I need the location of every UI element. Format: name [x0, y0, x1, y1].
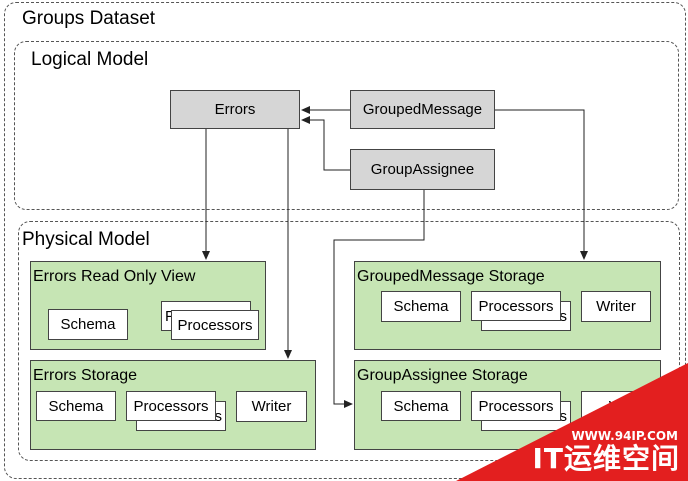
errors-view-processors-back-label: P: [165, 307, 176, 325]
group-assignee-schema-label: Schema: [393, 397, 449, 415]
group-assignee-schema-box: Schema: [381, 391, 461, 421]
errors-storage-schema-label: Schema: [48, 397, 104, 415]
grouped-message-node-label: GroupedMessage: [362, 101, 483, 118]
errors-storage-title: Errors Storage: [33, 367, 138, 384]
errors-read-only-view-title: Errors Read Only View: [33, 268, 196, 285]
grouped-message-processors-label: Processors: [478, 297, 554, 315]
errors-storage-writer-label: Writer: [251, 398, 292, 415]
grouped-message-processors-back-label: s: [559, 307, 568, 325]
errors-storage-processors-label: Processors: [133, 397, 209, 415]
grouped-message-writer-label: Writer: [596, 298, 636, 315]
grouped-message-node: GroupedMessage: [350, 90, 495, 129]
groups-dataset-title: Groups Dataset: [22, 8, 156, 29]
errors-node-label: Errors: [214, 101, 256, 118]
grouped-message-writer-box: Writer: [581, 291, 651, 322]
group-assignee-node: GroupAssignee: [350, 149, 495, 190]
errors-view-schema-box: Schema: [48, 309, 128, 340]
errors-read-only-view: Errors Read Only View Schema P Processor…: [30, 261, 266, 350]
errors-view-schema-label: Schema: [60, 316, 116, 333]
errors-storage: Errors Storage Schema s Processors Write…: [30, 360, 316, 450]
watermark-triangle: [456, 363, 688, 481]
errors-storage-processors-box: Processors: [126, 391, 216, 421]
groups-dataset-container: [4, 2, 686, 479]
grouped-message-schema-box: Schema: [381, 291, 461, 322]
physical-model-title: Physical Model: [22, 229, 150, 250]
watermark-site: WWW.94IP.COM: [571, 429, 678, 443]
logical-model-title: Logical Model: [31, 49, 149, 70]
group-assignee-node-label: GroupAssignee: [370, 161, 475, 178]
errors-storage-writer-box: Writer: [236, 391, 307, 422]
errors-storage-schema-box: Schema: [36, 391, 116, 421]
grouped-message-storage-title: GroupedMessage Storage: [357, 268, 545, 285]
grouped-message-schema-label: Schema: [393, 298, 449, 315]
grouped-message-storage: GroupedMessage Storage Schema s Processo…: [354, 261, 661, 350]
watermark: WWW.94IP.COM IT运维空间: [456, 363, 688, 481]
errors-view-processors-box: Processors: [171, 310, 259, 340]
grouped-message-processors-box: Processors: [471, 291, 561, 321]
watermark-brand: IT运维空间: [532, 442, 680, 475]
errors-storage-processors-back-label: s: [214, 407, 223, 425]
errors-view-processors-label: Processors: [177, 316, 253, 334]
errors-node: Errors: [170, 90, 300, 129]
